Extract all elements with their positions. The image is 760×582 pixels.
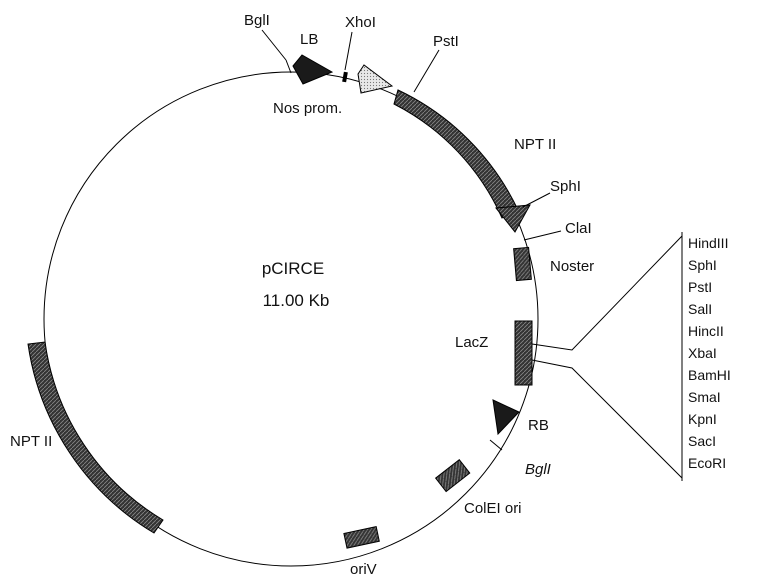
mcs-leader-top [531, 235, 683, 351]
colei-label: ColEI ori [464, 500, 522, 517]
oriv-block [343, 526, 380, 549]
psti-label: PstI [433, 33, 459, 50]
bgli-top-label: BglI [244, 12, 270, 29]
lb-label: LB [300, 31, 318, 48]
mcs-site: PstI [688, 279, 712, 295]
oriv-label: oriV [350, 561, 377, 578]
mcs-site-list: HindIII SphI PstI SalI HincII XbaI BamHI… [681, 232, 731, 481]
nptii-left-label: NPT II [10, 433, 52, 450]
nptii-left-arc [27, 341, 164, 534]
lb-arrow [292, 54, 334, 85]
clai-leader [523, 230, 562, 241]
colei-block [434, 458, 471, 493]
mcs-site: SacI [688, 433, 716, 449]
clai-label: ClaI [565, 220, 592, 237]
mcs-site: BamHI [688, 367, 731, 383]
plasmid-name: pCIRCE [262, 259, 324, 278]
xhoi-tick [342, 71, 348, 83]
mcs-site: HincII [688, 323, 724, 339]
mcs-site: KpnI [688, 411, 717, 427]
xhoi-leader [344, 31, 353, 71]
noster-block [513, 246, 532, 282]
rb-arrow [492, 399, 520, 436]
plasmid-size: 11.00 Kb [263, 291, 330, 310]
lacz-block [514, 320, 533, 386]
mcs-site: EcoRI [688, 455, 726, 471]
mcs-site: SmaI [688, 389, 721, 405]
nos-prom-arrow [357, 64, 394, 94]
mcs-site: HindIII [688, 235, 728, 251]
bgli-top-leader [261, 29, 287, 61]
nptii-top-arc [393, 89, 519, 219]
xhoi-label: XhoI [345, 14, 376, 31]
sphi-label: SphI [550, 178, 581, 195]
nptii-top-label: NPT II [514, 136, 556, 153]
rb-label: RB [528, 417, 549, 434]
lacz-label: LacZ [455, 334, 488, 351]
bgli-top-tick [285, 59, 292, 74]
nos-prom-label: Nos prom. [273, 100, 342, 117]
mcs-site: SalI [688, 301, 712, 317]
bgli-bottom-tick [489, 439, 503, 451]
sphi-leader [522, 192, 551, 208]
mcs-site: XbaI [688, 345, 717, 361]
noster-label: Noster [550, 258, 594, 275]
psti-leader [413, 49, 440, 93]
mcs-site: SphI [688, 257, 717, 273]
bgli-bottom-label: BglI [525, 461, 551, 478]
nptii-top-arrowhead [495, 204, 531, 233]
mcs-leader-bottom [531, 359, 683, 479]
